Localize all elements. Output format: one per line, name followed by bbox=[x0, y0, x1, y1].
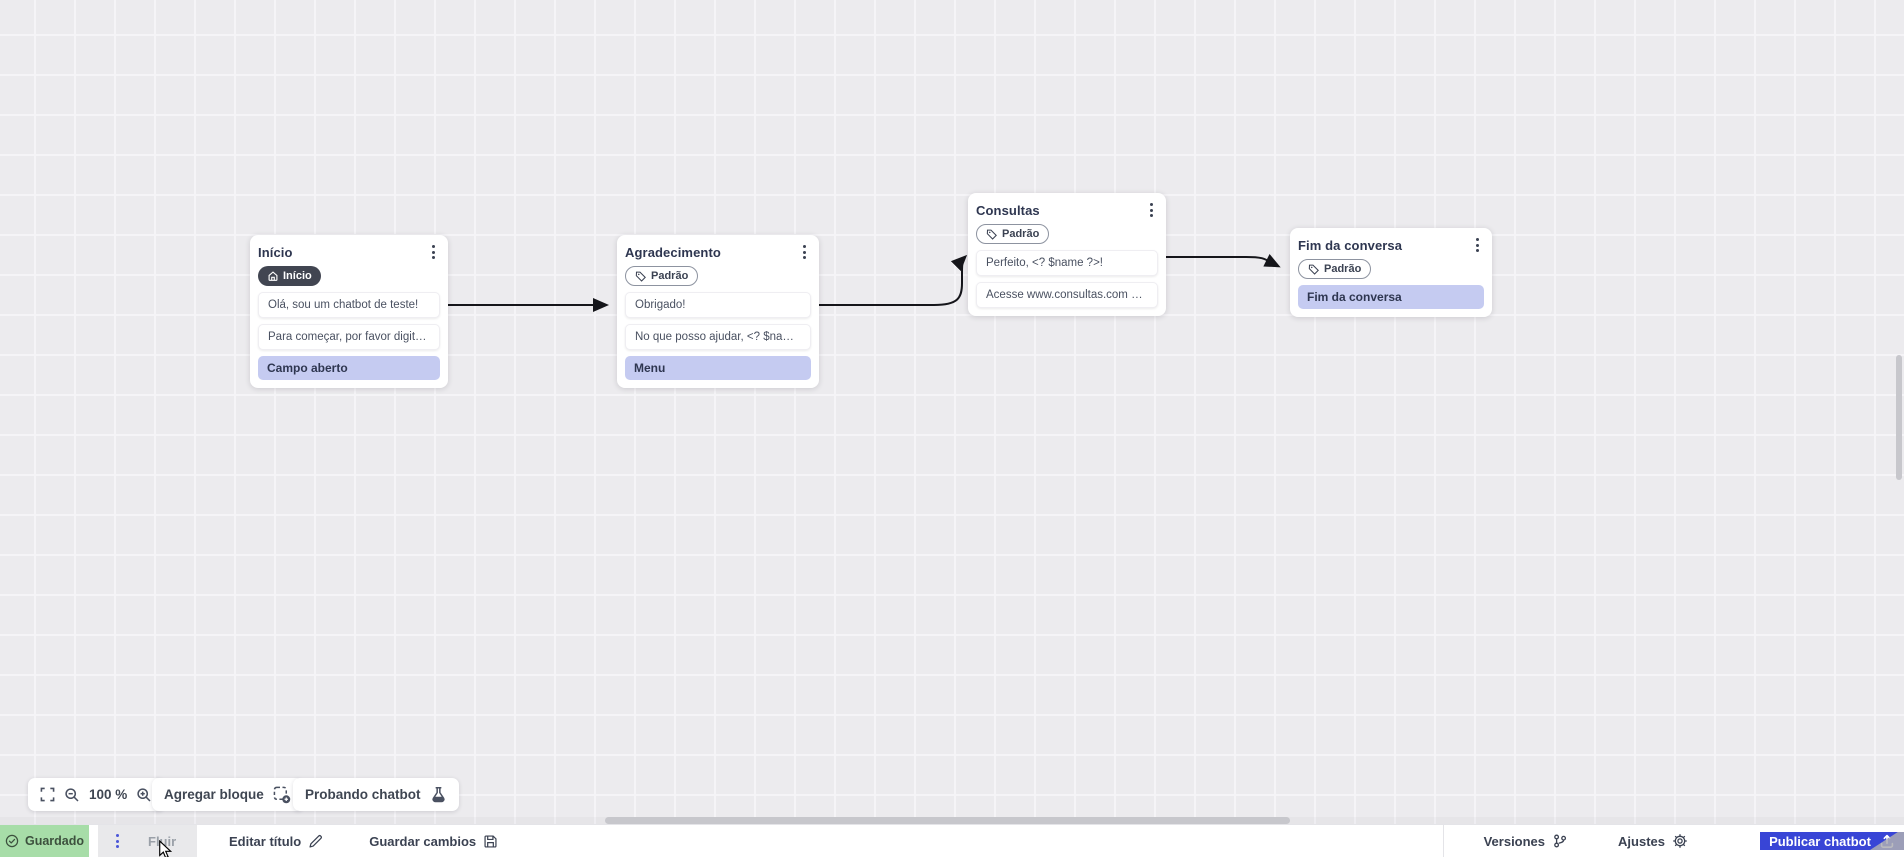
message-item[interactable]: Acesse www.consultas.com par... bbox=[976, 282, 1158, 308]
window-resize-corner bbox=[1870, 832, 1904, 850]
option-item[interactable]: Menu bbox=[625, 356, 811, 380]
footer-bar: Guardado Fluir Editar título Guardar cam… bbox=[0, 824, 1904, 857]
kebab-menu-icon[interactable] bbox=[1471, 236, 1484, 254]
vertical-scrollbar[interactable] bbox=[1896, 355, 1902, 480]
zoom-in-icon[interactable] bbox=[136, 787, 152, 803]
add-block-button[interactable]: Agregar bloque bbox=[152, 778, 303, 811]
node-title: Fim da conversa bbox=[1298, 237, 1403, 253]
tag-icon bbox=[986, 229, 997, 240]
branch-icon bbox=[1554, 834, 1567, 848]
horizontal-scrollbar[interactable] bbox=[605, 817, 1290, 824]
zoom-level: 100 % bbox=[89, 787, 128, 802]
option-item[interactable]: Campo aberto bbox=[258, 356, 440, 380]
flow-node-agradecimento[interactable]: Agradecimento Padrão Obrigado! No que po… bbox=[617, 235, 819, 388]
node-title: Consultas bbox=[976, 202, 1040, 218]
test-chatbot-label: Probando chatbot bbox=[305, 787, 421, 802]
versions-label: Versiones bbox=[1483, 833, 1546, 849]
footer-spacer bbox=[504, 825, 1442, 857]
check-circle-icon bbox=[5, 834, 19, 848]
flow-tab-label: Fluir bbox=[148, 833, 177, 849]
node-title: Início bbox=[258, 244, 293, 260]
tag-icon bbox=[635, 271, 646, 282]
message-item[interactable]: Perfeito, <? $name ?>! bbox=[976, 250, 1158, 276]
kebab-menu-icon[interactable] bbox=[111, 832, 124, 850]
message-item[interactable]: Para começar, por favor digite o ... bbox=[258, 324, 440, 350]
zoom-toolbar: 100 % bbox=[28, 778, 165, 811]
save-icon bbox=[484, 834, 497, 848]
kebab-menu-icon[interactable] bbox=[1145, 201, 1158, 219]
settings-button[interactable]: Ajustes bbox=[1612, 833, 1694, 849]
test-chatbot-button[interactable]: Probando chatbot bbox=[293, 778, 459, 811]
edit-title-button[interactable]: Editar título bbox=[223, 825, 329, 857]
footer-right-group: Versiones Ajustes Publicar chatbot bbox=[1442, 825, 1904, 857]
publish-label: Publicar chatbot bbox=[1769, 833, 1871, 849]
save-changes-label: Guardar cambios bbox=[369, 833, 477, 849]
save-changes-button[interactable]: Guardar cambios bbox=[363, 825, 504, 857]
kebab-menu-icon[interactable] bbox=[427, 243, 440, 261]
message-item[interactable]: No que posso ajudar, <? $name ... bbox=[625, 324, 811, 350]
flow-node-consultas[interactable]: Consultas Padrão Perfeito, <? $name ?>! … bbox=[968, 193, 1166, 316]
node-title: Agradecimento bbox=[625, 244, 721, 260]
kebab-menu-icon[interactable] bbox=[798, 243, 811, 261]
home-icon bbox=[268, 271, 278, 281]
flow-canvas[interactable] bbox=[0, 0, 1904, 825]
message-item[interactable]: Olá, sou um chatbot de teste! bbox=[258, 292, 440, 318]
message-item[interactable]: Obrigado! bbox=[625, 292, 811, 318]
node-type-badge: Padrão bbox=[625, 266, 699, 286]
tab-flow[interactable]: Fluir bbox=[98, 825, 197, 857]
edit-title-label: Editar título bbox=[229, 833, 302, 849]
flow-node-fim-da-conversa[interactable]: Fim da conversa Padrão Fim da conversa bbox=[1290, 228, 1492, 317]
add-block-label: Agregar bloque bbox=[164, 787, 264, 802]
node-type-badge: Padrão bbox=[1298, 259, 1372, 279]
fullscreen-icon[interactable] bbox=[40, 787, 55, 802]
option-item[interactable]: Fim da conversa bbox=[1298, 285, 1484, 309]
node-type-badge: Início bbox=[258, 266, 321, 286]
zoom-out-icon[interactable] bbox=[64, 787, 80, 803]
flow-node-inicio[interactable]: Início Início Olá, sou um chatbot de tes… bbox=[250, 235, 448, 388]
add-block-icon bbox=[273, 786, 291, 803]
gear-icon bbox=[1673, 834, 1687, 848]
versions-button[interactable]: Versiones bbox=[1478, 833, 1574, 849]
save-status-badge: Guardado bbox=[0, 825, 89, 857]
flask-icon bbox=[431, 786, 445, 803]
saved-label: Guardado bbox=[24, 834, 85, 848]
settings-label: Ajustes bbox=[1618, 833, 1665, 849]
tag-icon bbox=[1308, 264, 1319, 275]
publish-chatbot-button[interactable]: Publicar chatbot bbox=[1760, 832, 1904, 850]
pencil-icon bbox=[309, 834, 323, 848]
node-type-badge: Padrão bbox=[976, 224, 1050, 244]
